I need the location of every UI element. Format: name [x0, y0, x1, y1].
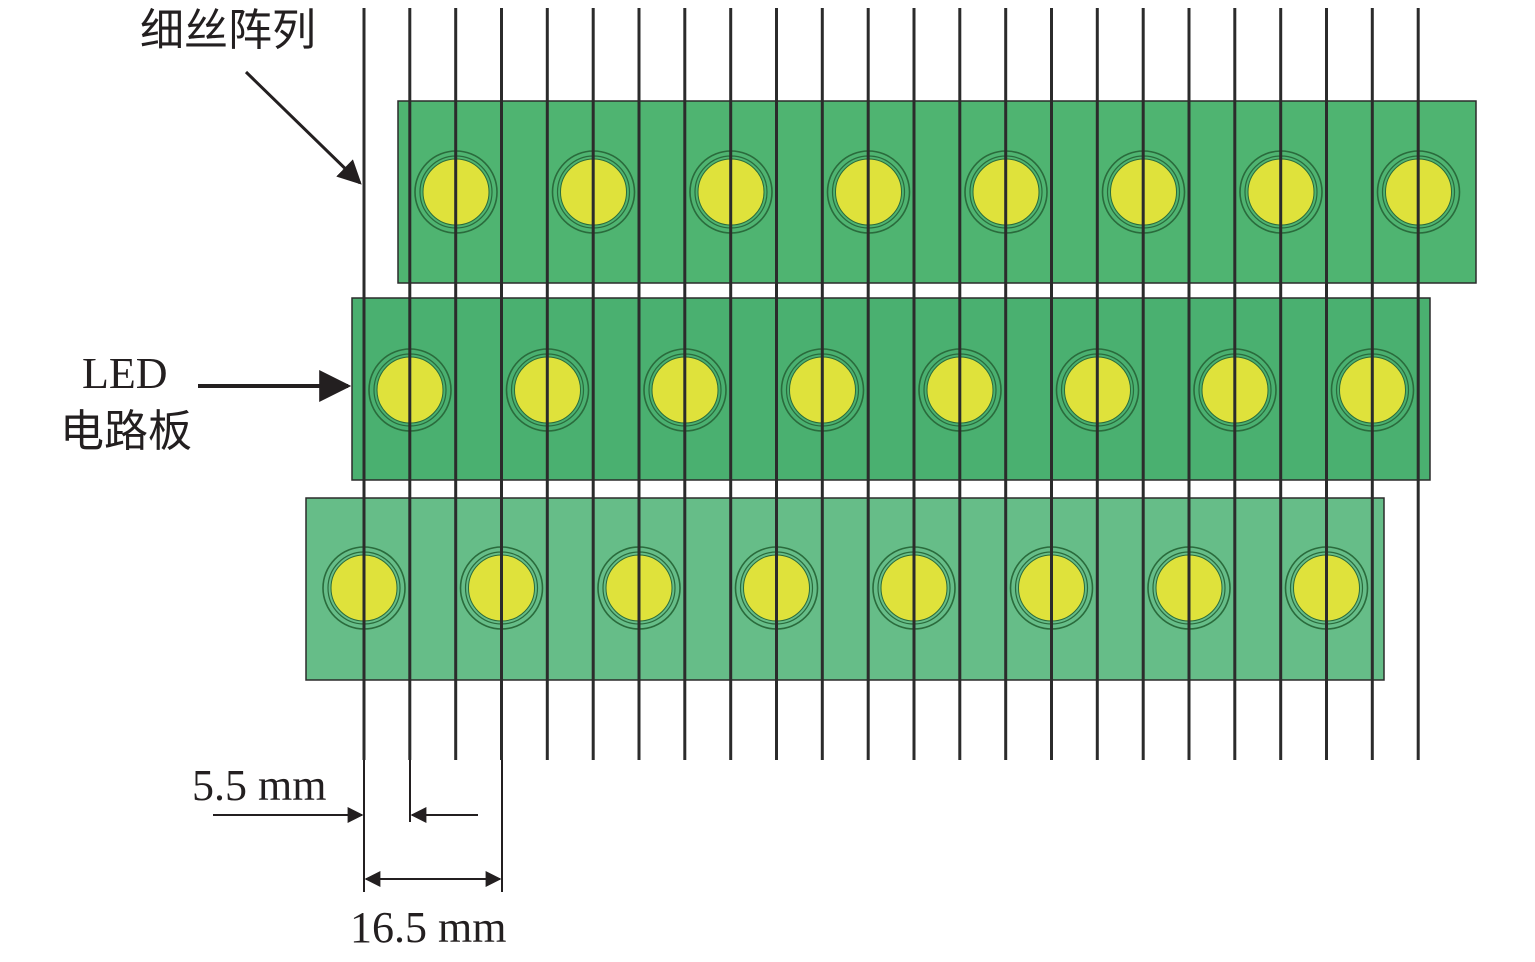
filament-array-arrow: [244, 70, 362, 185]
large-spacing-label: 16.5 mm: [350, 903, 506, 952]
filament-array: [362, 8, 1420, 760]
annotations: [198, 70, 503, 892]
circuit-boards: [305, 100, 1477, 681]
led-label-line2: 电路板: [60, 406, 192, 457]
small-spacing-label: 5.5 mm: [192, 761, 326, 810]
led-label-line1: LED: [82, 349, 168, 398]
filament-array-label: 细丝阵列: [140, 5, 316, 56]
